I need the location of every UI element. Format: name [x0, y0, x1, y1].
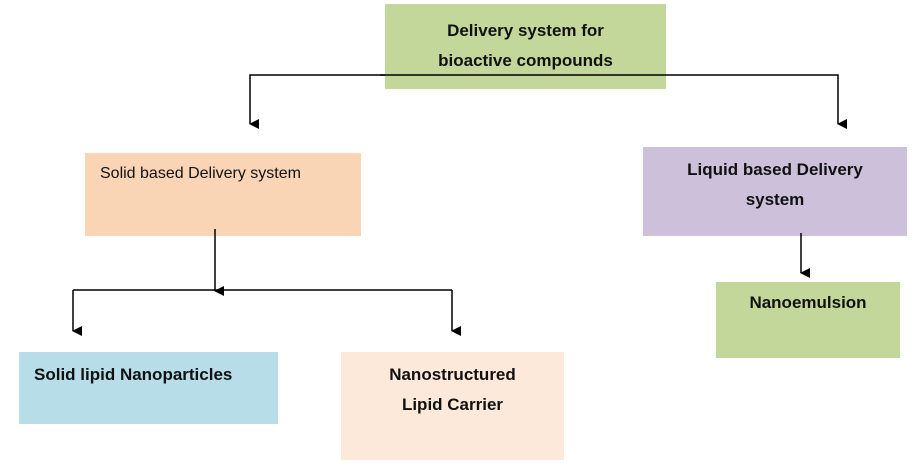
solid-delivery-node: Solid based Delivery system: [85, 153, 361, 236]
root-to-solid-connector: [249, 74, 385, 129]
sln-node: Solid lipid Nanoparticles: [19, 352, 278, 424]
root-to-liquid-connector: [666, 74, 847, 129]
liquid-label-line2: system: [745, 190, 805, 209]
liquid-label-line1: Liquid based Delivery: [687, 160, 863, 179]
nanoemulsion-node: Nanoemulsion: [716, 282, 900, 358]
sln-label: Solid lipid Nanoparticles: [34, 365, 233, 384]
liquid-delivery-node: Liquid based Delivery system: [643, 147, 907, 236]
nlc-node: Nanostructured Lipid Carrier: [341, 352, 564, 460]
root-label-line1: Delivery system for: [447, 21, 604, 40]
solid-delivery-label: Solid based Delivery system: [100, 165, 301, 182]
nlc-label-line2: Lipid Carrier: [401, 395, 504, 414]
nanoemulsion-label: Nanoemulsion: [749, 293, 867, 312]
nlc-label-line1: Nanostructured: [389, 365, 516, 384]
root-label-line2: bioactive compounds: [438, 51, 613, 70]
